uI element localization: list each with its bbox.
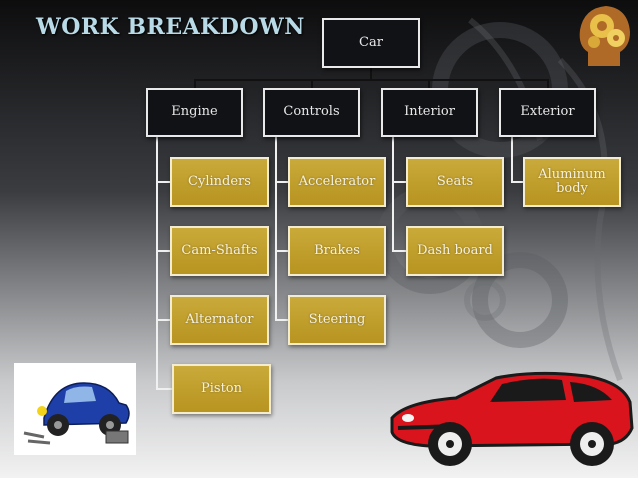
node-seats: Seats <box>406 157 504 207</box>
node-steering: Steering <box>288 295 386 345</box>
node-aluminum-body: Aluminum body <box>523 157 621 207</box>
node-brakes: Brakes <box>288 226 386 276</box>
red-sports-car-clipart-icon <box>390 371 634 466</box>
connector-alternator <box>156 319 170 321</box>
connector-engine-children <box>156 136 158 389</box>
connector-controls-children <box>275 136 277 320</box>
connector-piston <box>156 388 172 390</box>
connector-cylinders <box>156 181 170 183</box>
connector-controls <box>311 79 313 89</box>
node-alternator: Alternator <box>170 295 269 345</box>
node-cylinders: Cylinders <box>170 157 269 207</box>
connector-dash-board <box>392 250 406 252</box>
node-accelerator: Accelerator <box>288 157 386 207</box>
node-root-car: Car <box>322 18 420 68</box>
connector-root <box>370 68 372 80</box>
connector-accelerator <box>275 181 289 183</box>
connector-engine <box>194 79 196 89</box>
gear-head-logo-icon <box>579 6 630 66</box>
connector-brakes <box>275 250 289 252</box>
connector-interior-children <box>392 136 394 252</box>
connector-cam-shafts <box>156 250 170 252</box>
connector-exterior <box>547 79 549 89</box>
connector-steering <box>275 319 289 321</box>
node-dash-board: Dash board <box>406 226 504 276</box>
connector-exterior-children <box>511 136 513 183</box>
connector-interior <box>428 79 430 89</box>
connector-horizontal <box>194 79 549 81</box>
car-repair-clipart-icon <box>14 363 136 455</box>
node-engine: Engine <box>146 88 243 137</box>
node-exterior: Exterior <box>499 88 596 137</box>
node-interior: Interior <box>381 88 478 137</box>
page-title: WORK BREAKDOWN <box>36 14 305 40</box>
connector-seats <box>392 181 406 183</box>
node-cam-shafts: Cam-Shafts <box>170 226 269 276</box>
node-controls: Controls <box>263 88 360 137</box>
connector-aluminum-body <box>511 181 523 183</box>
node-piston: Piston <box>172 364 271 414</box>
